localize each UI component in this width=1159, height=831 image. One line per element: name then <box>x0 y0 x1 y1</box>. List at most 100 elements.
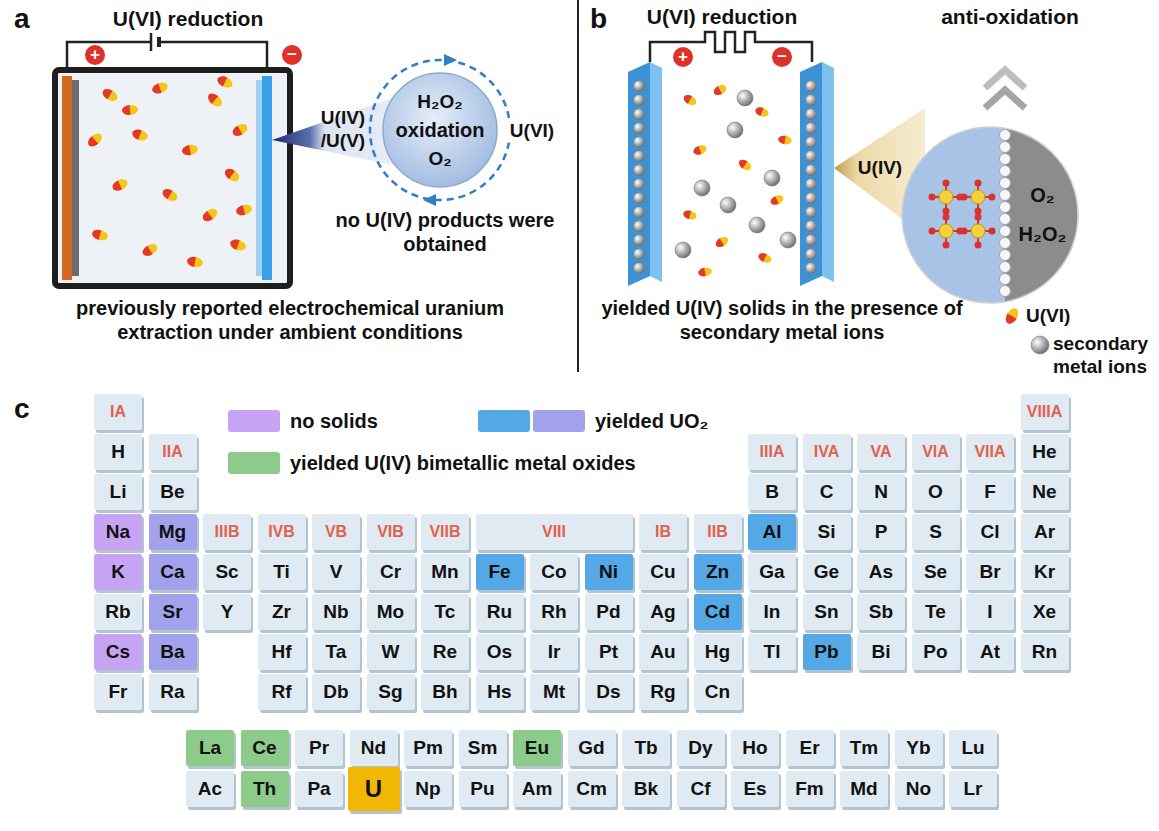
electrode-side <box>650 62 662 282</box>
node-text: Po <box>923 641 947 663</box>
element-cell: Rh <box>530 594 578 630</box>
element-cell: P <box>857 514 905 550</box>
label-text: U(IV) <box>858 157 902 178</box>
barrier-bead <box>1000 154 1011 165</box>
element-cell: Ne <box>1021 474 1069 510</box>
capsule-half <box>692 144 708 157</box>
node-text: Ga <box>759 561 784 583</box>
element-cell: Nd <box>350 730 398 766</box>
node-text: Te <box>925 601 946 623</box>
node-text: Bi <box>872 641 891 663</box>
node-text: At <box>980 641 1000 663</box>
uranyl-capsule <box>216 74 235 90</box>
element-cell: Sr <box>149 594 197 630</box>
node-text: Tb <box>634 737 657 759</box>
node-text: Ac <box>198 778 222 800</box>
node-text: Ho <box>742 737 767 759</box>
label: U(IV) /U(V) <box>313 107 373 153</box>
capsule-half <box>151 83 162 95</box>
element-cell: Bi <box>857 634 905 670</box>
node-text: IA <box>110 403 126 421</box>
node-text: Hf <box>271 641 291 663</box>
metal-ion <box>806 109 817 120</box>
element-cell: Rn <box>1021 634 1069 670</box>
barrier-bead <box>1000 250 1011 261</box>
node-text: Md <box>850 778 877 800</box>
circle-shape <box>383 73 497 187</box>
oxygen-atom <box>961 228 968 235</box>
metal-ion <box>806 151 817 162</box>
node-text: Pd <box>596 601 620 623</box>
group-header: VIIIA <box>1021 394 1069 430</box>
uranyl-capsule <box>737 158 753 173</box>
uranyl-capsule <box>141 242 160 259</box>
node-text: Th <box>253 778 276 800</box>
node-text: Mo <box>377 601 404 623</box>
label-text: U(IV) /U(V) <box>321 107 365 151</box>
element-cell: Md <box>840 771 888 807</box>
barrier-bead <box>1000 262 1011 273</box>
node-text: Ni <box>599 561 618 583</box>
legend-text: yielded U(IV) bimetallic metal oxides <box>290 452 636 474</box>
label: c <box>14 392 30 426</box>
element-cell: U <box>348 767 400 811</box>
barrier-bead <box>1000 286 1011 297</box>
capsule-half <box>201 211 213 224</box>
element-cell: Dy <box>677 730 725 766</box>
barrier-bead <box>1000 214 1011 225</box>
legend-icon-capsule <box>1003 306 1020 326</box>
element-cell: Zn <box>694 554 742 590</box>
capsule-half <box>131 128 149 143</box>
uranyl-capsule <box>235 203 253 217</box>
element-cell: Hf <box>258 634 306 670</box>
node-text: Li <box>110 481 127 503</box>
node-text: Be <box>160 481 184 503</box>
group-header: IB <box>639 514 687 550</box>
element-cell: Cr <box>367 554 415 590</box>
oxygen-atom <box>943 180 950 187</box>
barrier-bead <box>1000 238 1011 249</box>
uranyl-capsule <box>122 104 139 115</box>
capsule-half <box>682 209 691 219</box>
legend-text: no solids <box>290 410 378 432</box>
node-text: Ag <box>650 601 675 623</box>
element-cell: Np <box>404 771 452 807</box>
element-cell: Mt <box>530 674 578 710</box>
capsule-half <box>714 238 724 249</box>
element-cell: Cu <box>639 554 687 590</box>
node-text: Re <box>433 641 457 663</box>
element-cell: Te <box>912 594 960 630</box>
node-text: H₂O₂ <box>417 91 462 113</box>
node-text: Rn <box>1032 641 1057 663</box>
node-text: Co <box>541 561 566 583</box>
capsule-half <box>682 209 697 221</box>
metal-ion <box>694 180 710 196</box>
label: a <box>14 2 30 36</box>
node-text: Ra <box>160 681 184 703</box>
electrode-side <box>822 62 834 282</box>
metal-ion <box>634 235 645 246</box>
element-cell: V <box>312 554 360 590</box>
barrier-bead <box>1000 190 1011 201</box>
node-text: VIIA <box>974 443 1005 461</box>
oxygen-atom <box>961 194 968 201</box>
metal-ion <box>634 207 645 218</box>
metal-ion <box>634 137 645 148</box>
legend-text: secondary metal ions <box>1053 333 1148 377</box>
group-header: VIIB <box>421 514 469 550</box>
node-text: Am <box>522 778 553 800</box>
node-text: Cf <box>690 778 710 800</box>
capsule-half <box>229 238 240 250</box>
group-header: IIA <box>149 434 197 470</box>
node-text: Pu <box>470 778 494 800</box>
element-cell: N <box>857 474 905 510</box>
element-cell: As <box>857 554 905 590</box>
capsule-half <box>122 104 139 115</box>
element-cell: H <box>94 434 142 470</box>
uranyl-capsule <box>223 166 242 183</box>
label: U(IV) <box>858 157 902 180</box>
group-header: VIA <box>912 434 960 470</box>
oxygen-atom <box>975 180 982 187</box>
label: + <box>90 45 100 65</box>
label: + <box>678 47 688 67</box>
